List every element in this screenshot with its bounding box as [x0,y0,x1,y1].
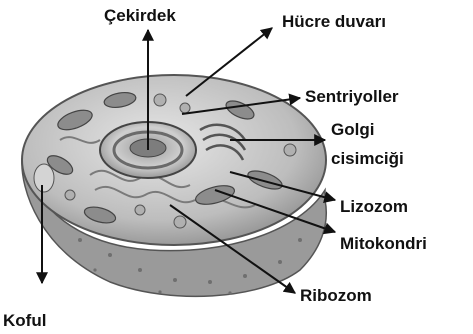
label-cell-wall: Hücre duvarı [282,12,386,31]
label-nucleus: Çekirdek [104,6,176,25]
label-centrioles: Sentriyoller [305,87,399,106]
label-vacuole: Koful [3,311,46,330]
label-lysosome: Lizozom [340,197,408,216]
vacuole [34,164,54,192]
label-golgi-line1: Golgi [331,120,374,139]
label-mitochondria: Mitokondri [340,234,427,253]
label-golgi-line2: cisimciği [331,149,404,168]
label-ribosome: Ribozom [300,286,372,305]
